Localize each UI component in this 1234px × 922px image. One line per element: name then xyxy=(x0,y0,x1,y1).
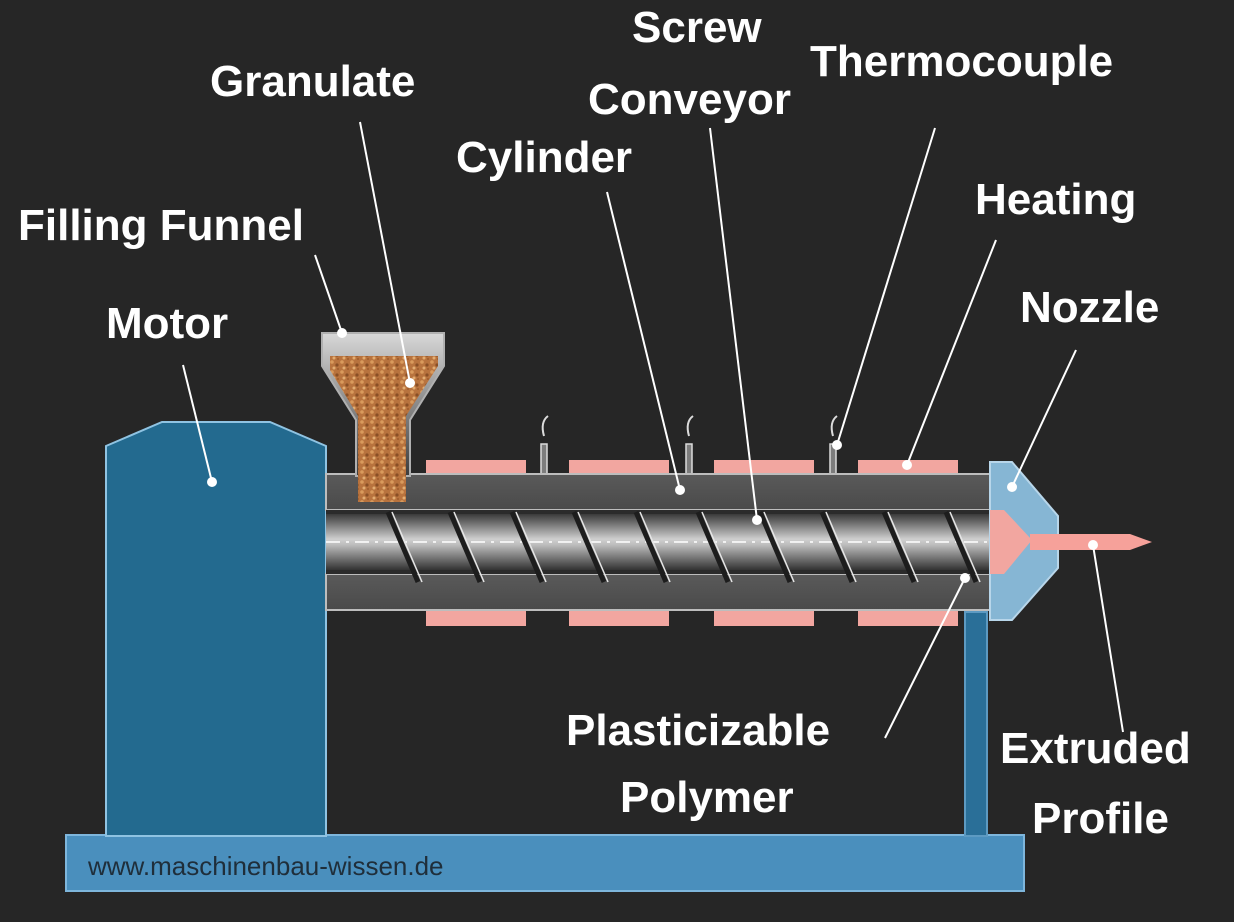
leader-lines xyxy=(182,121,1124,739)
watermark-text: www.maschinenbau-wissen.de xyxy=(87,851,444,881)
nozzle xyxy=(989,461,1059,621)
thermocouple-probe xyxy=(540,443,548,477)
leader-dots xyxy=(207,328,1098,583)
heating-band xyxy=(858,610,958,626)
label-thermocouple: Thermocouple xyxy=(810,37,1113,86)
heating-band xyxy=(569,610,669,626)
label-cylinder: Cylinder xyxy=(456,133,632,182)
thermocouple-probe xyxy=(685,443,693,477)
motor-housing xyxy=(105,421,327,837)
base-plate: www.maschinenbau-wissen.de xyxy=(65,834,1025,892)
label-heating: Heating xyxy=(975,175,1136,224)
label-filling-funnel: Filling Funnel xyxy=(18,201,304,250)
label-motor: Motor xyxy=(106,299,228,348)
label-plasticizable: Plasticizable xyxy=(566,706,830,755)
label-screw: Screw xyxy=(632,3,762,52)
label-granulate: Granulate xyxy=(210,57,415,106)
heating-band xyxy=(569,460,669,476)
heating-band xyxy=(426,610,526,626)
support-leg xyxy=(964,611,988,837)
label-nozzle: Nozzle xyxy=(1020,283,1159,332)
heating-band xyxy=(426,460,526,476)
component-labels: Screw Conveyor Thermocouple Granulate Cy… xyxy=(18,3,1191,843)
heating-bands xyxy=(426,460,958,626)
filling-funnel xyxy=(321,332,445,502)
label-polymer: Polymer xyxy=(620,773,794,822)
heating-band xyxy=(714,610,814,626)
label-extruded: Extruded xyxy=(1000,724,1191,773)
granulate-fill xyxy=(330,356,438,502)
screw-conveyor xyxy=(326,511,1030,583)
label-profile: Profile xyxy=(1032,794,1169,843)
label-conveyor: Conveyor xyxy=(588,75,791,124)
heating-band xyxy=(714,460,814,476)
